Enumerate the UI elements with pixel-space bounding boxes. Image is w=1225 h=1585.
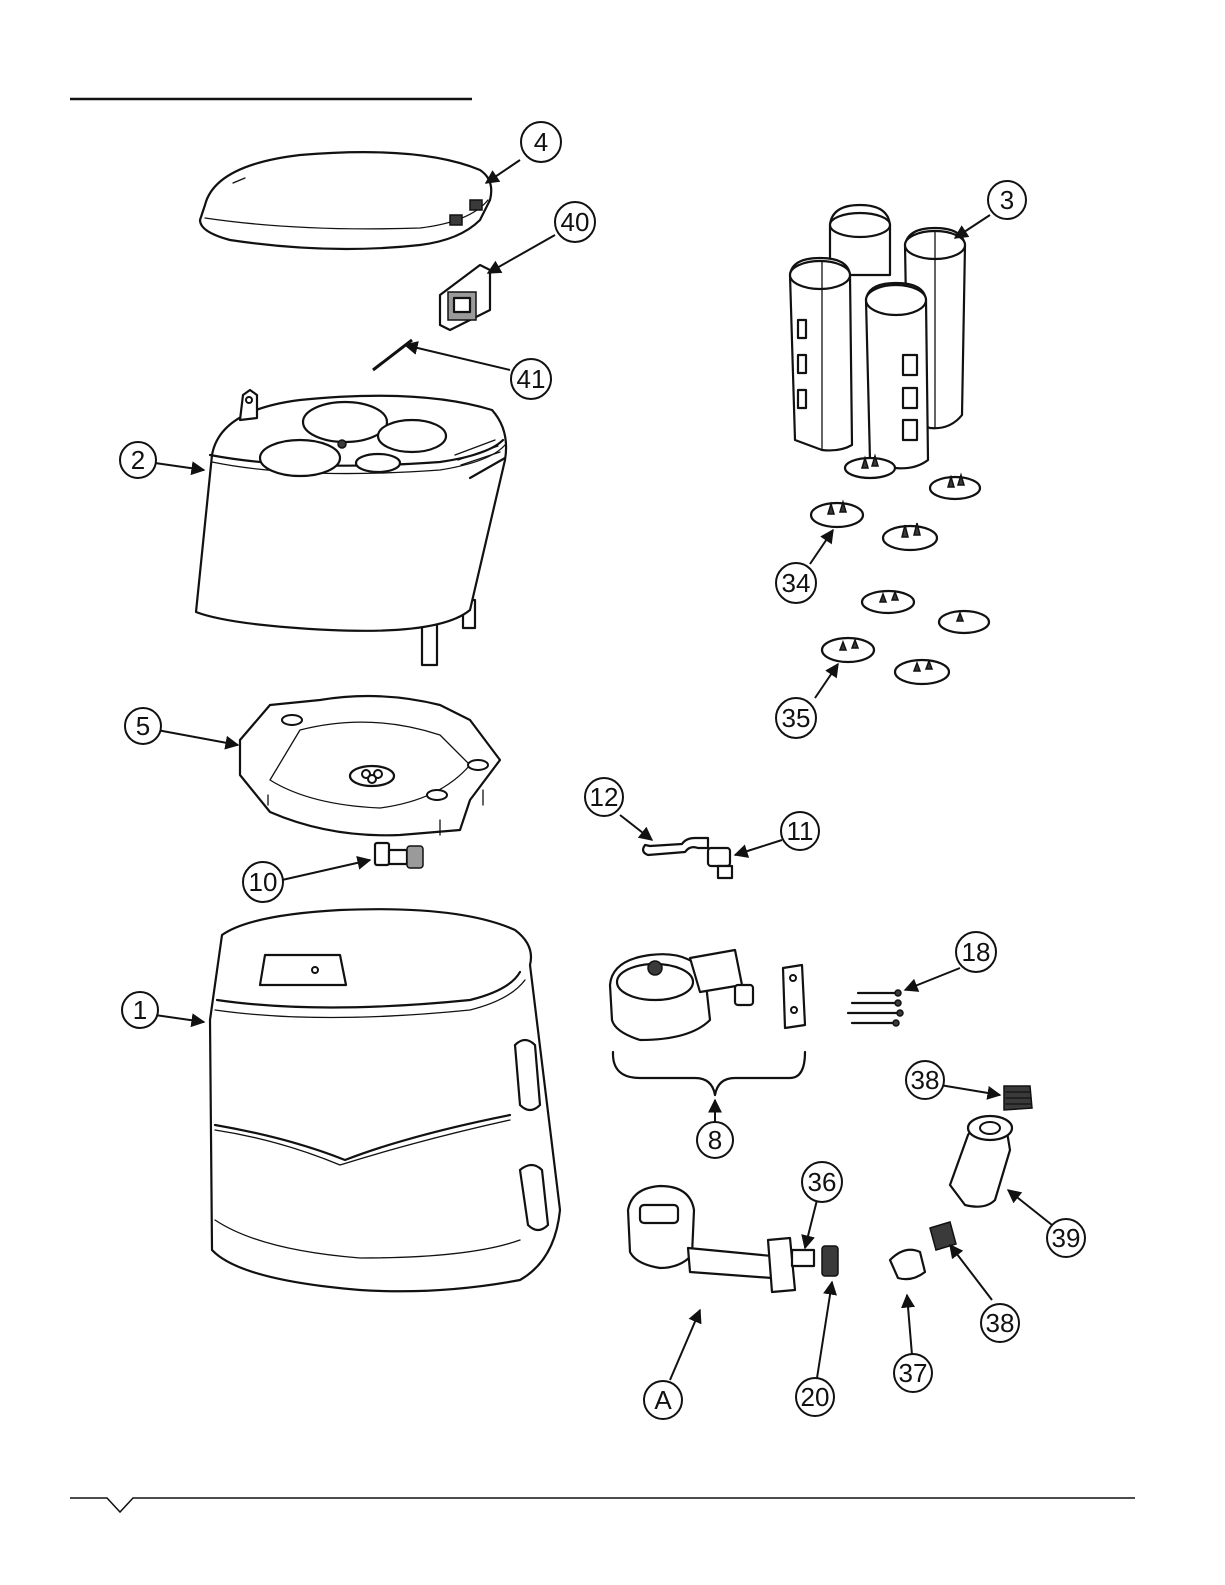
part-10-fitting	[375, 843, 423, 868]
callout-37: 37	[894, 1354, 932, 1392]
part-38-plug-lower	[930, 1222, 956, 1250]
callout-11-label: 11	[787, 816, 814, 846]
callout-4: 4	[521, 122, 561, 162]
callout-a: A	[644, 1381, 682, 1419]
callout-20: 20	[796, 1378, 834, 1416]
callout-10-label: 10	[249, 867, 278, 897]
callout-10: 10	[243, 862, 283, 902]
callout-38-lower-label: 38	[986, 1308, 1015, 1338]
callout-39-label: 39	[1052, 1223, 1081, 1253]
part-lid	[200, 152, 491, 249]
part-40-bracket	[440, 265, 490, 330]
callout-41: 41	[511, 359, 551, 399]
callout-3-label: 3	[1000, 185, 1014, 215]
callout-41-label: 41	[517, 364, 546, 394]
callout-40-label: 40	[561, 207, 590, 237]
callout-34: 34	[776, 563, 816, 603]
callout-36-label: 36	[808, 1167, 837, 1197]
part-39-coupling	[950, 1116, 1012, 1207]
footer-rule	[70, 1498, 1135, 1512]
callout-a-label: A	[654, 1385, 672, 1415]
callout-38-upper-label: 38	[911, 1065, 940, 1095]
part-38-plug-upper	[1004, 1086, 1032, 1110]
part-1-base	[210, 909, 560, 1291]
callout-1-label: 1	[133, 995, 147, 1025]
part-37-elbow	[890, 1250, 925, 1279]
callout-18: 18	[956, 932, 996, 972]
callout-34-label: 34	[782, 568, 811, 598]
callout-37-label: 37	[899, 1358, 928, 1388]
callout-35: 35	[776, 698, 816, 738]
callout-8-label: 8	[708, 1125, 722, 1155]
callout-35-label: 35	[782, 703, 811, 733]
part-11-elbow	[708, 848, 732, 878]
callout-38-lower: 38	[981, 1304, 1019, 1342]
callout-40: 40	[555, 202, 595, 242]
part-3-cartridges	[790, 205, 965, 468]
part-35-discs	[822, 591, 989, 684]
part-12-tube	[643, 838, 708, 855]
callout-38-upper: 38	[906, 1061, 944, 1099]
callout-3: 3	[988, 181, 1026, 219]
callout-2: 2	[120, 442, 156, 478]
part-20-nut	[822, 1246, 838, 1276]
callout-39: 39	[1047, 1219, 1085, 1257]
bracket-8	[613, 1052, 805, 1095]
callout-2-label: 2	[131, 445, 145, 475]
part-18-screws	[848, 990, 903, 1026]
part-a-float-assembly	[628, 1186, 814, 1292]
callout-12: 12	[585, 778, 623, 816]
callout-18-label: 18	[962, 937, 991, 967]
callout-1: 1	[122, 992, 158, 1028]
callout-4-label: 4	[534, 127, 548, 157]
callout-20-label: 20	[801, 1382, 830, 1412]
callout-5: 5	[125, 708, 161, 744]
part-5-tray	[240, 696, 500, 835]
part-34-discs	[811, 456, 980, 550]
callout-36: 36	[802, 1162, 842, 1202]
part-2-upper-housing	[196, 390, 506, 665]
callout-8: 8	[697, 1122, 733, 1158]
callout-11: 11	[781, 812, 819, 850]
part-8-valve	[610, 950, 805, 1040]
callout-5-label: 5	[136, 711, 150, 741]
callout-12-label: 12	[590, 782, 619, 812]
